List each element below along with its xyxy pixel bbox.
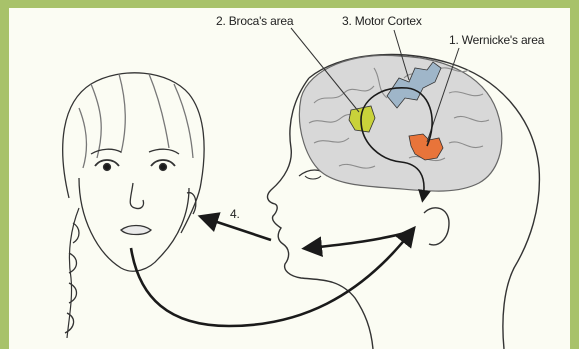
speech-pathway-illustration bbox=[9, 8, 570, 349]
step-4-label: 4. bbox=[230, 207, 240, 221]
arrow-step-4 bbox=[205, 218, 271, 240]
arrow-mouth-to-ear bbox=[131, 232, 411, 326]
diagram-panel: 2. Broca's area 3. Motor Cortex 1. Werni… bbox=[9, 8, 570, 349]
speech-arrows bbox=[131, 218, 411, 326]
arrow-brain-to-mouth bbox=[309, 232, 409, 248]
motor-cortex-label: 3. Motor Cortex bbox=[342, 14, 422, 28]
broca-area-label: 2. Broca's area bbox=[216, 14, 293, 28]
listener-head bbox=[63, 73, 204, 338]
wernicke-area-label: 1. Wernicke's area bbox=[449, 33, 544, 47]
